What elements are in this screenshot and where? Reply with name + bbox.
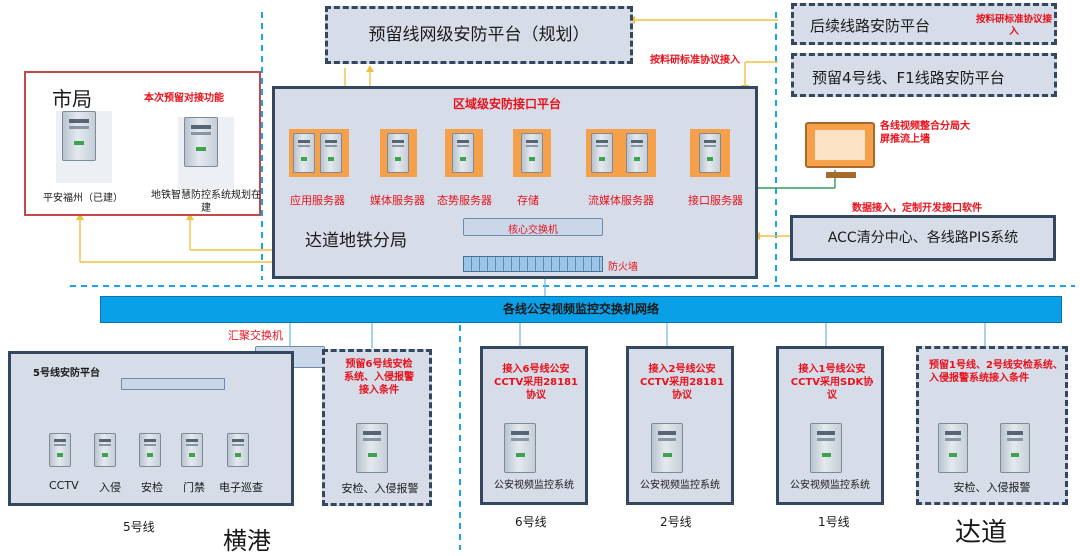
network-bar: 各线公安视频监控交换机网络: [100, 296, 1062, 323]
reserved12-server-1-icon: [938, 423, 968, 473]
reserved6-label: 安检、入侵报警: [341, 482, 419, 495]
line1-caption: 1号线: [818, 515, 850, 529]
server-label-storage: 存储: [517, 194, 539, 207]
line5-device-intrusion: 入侵: [99, 481, 121, 494]
streaming-server-2-icon: [626, 133, 648, 173]
city-bureau-box: 市局 本次预留对接功能 平安福州（已建） 地铁智慧防控系统规划在建: [24, 71, 261, 216]
planned-platform-box: 预留线网级安防平台（规划）: [325, 6, 633, 64]
line1-server-icon: [810, 423, 842, 473]
reserved12-label: 安检、入侵报警: [953, 481, 1031, 494]
city-server-1-label: 平安福州（已建）: [43, 193, 123, 204]
app-server-2-icon: [320, 133, 342, 173]
regional-platform-title: 区域级安防接口平台: [453, 97, 562, 111]
cctv-device-icon: [49, 433, 71, 467]
reserved-lines-box: 预留4号线、F1线路安防平台: [791, 53, 1057, 97]
server-label-situation: 态势服务器: [437, 194, 492, 207]
region-henggang: 横港: [223, 527, 271, 555]
line6-caption: 6号线: [515, 515, 547, 529]
streaming-server-1-icon: [591, 133, 613, 173]
access-device-icon: [181, 433, 203, 467]
reserved6-server-icon: [356, 423, 388, 473]
line2-label: 公安视频监控系统: [640, 480, 720, 491]
reserved-lines-label: 预留4号线、F1线路安防平台: [812, 69, 1005, 87]
line5-device-access: 门禁: [183, 481, 205, 494]
branch-label: 达道地铁分局: [305, 231, 407, 251]
line2-server-icon: [651, 423, 683, 473]
interface-server-icon: [699, 133, 721, 173]
intrusion-device-icon: [94, 433, 116, 467]
core-switch-label: 核心交换机: [508, 225, 558, 236]
future-lines-note: 按料研标准协议接入: [975, 14, 1052, 37]
video-wall-note: 各线视频整合分局大屏推流上墙: [880, 121, 970, 145]
patrol-device-icon: [227, 433, 249, 467]
line6-label: 公安视频监控系统: [494, 480, 574, 491]
region-dadao: 达道: [955, 518, 1008, 548]
line6-server-icon: [504, 423, 536, 473]
monitor-icon: [805, 122, 875, 168]
data-access-note: 数据接入，定制开发接口软件: [852, 203, 982, 214]
future-lines-label: 后续线路安防平台: [810, 17, 931, 35]
server-label-app: 应用服务器: [290, 194, 345, 207]
line1-label: 公安视频监控系统: [790, 480, 870, 491]
security-device-icon: [139, 433, 161, 467]
core-switch-icon: 核心交换机: [463, 218, 603, 236]
line5-title: 5号线安防平台: [33, 368, 100, 379]
reserved6-note: 预留6号线安检系统、入侵报警接入条件: [344, 359, 414, 396]
future-lines-box: 后续线路安防平台 按料研标准协议接入: [791, 3, 1057, 45]
city-bureau-title: 市局: [52, 87, 92, 111]
media-server-icon: [387, 133, 409, 173]
city-bureau-note: 本次预留对接功能: [144, 93, 224, 104]
server-label-media: 媒体服务器: [370, 194, 425, 207]
reserved12-server-2-icon: [1000, 423, 1030, 473]
regional-platform-box: 区域级安防接口平台 达道地铁分局: [272, 86, 758, 279]
line5-device-patrol: 电子巡查: [219, 481, 263, 494]
line1-note: 接入1号线公安CCTV采用SDK协议: [790, 364, 874, 401]
line5-platform-box: 5号线安防平台 CCTV 入侵 安检 门禁 电子巡查: [8, 351, 294, 506]
situation-server-icon: [452, 133, 474, 173]
server-label-streaming: 流媒体服务器: [588, 194, 654, 207]
city-server-1-icon: [62, 111, 96, 161]
reserved12-note: 预留1号线、2号线安检系统、入侵报警系统接入条件: [929, 360, 1063, 384]
line2-note: 接入2号线公安CCTV采用28181协议: [639, 364, 725, 401]
line5-device-security: 安检: [141, 481, 163, 494]
line6-note: 接入6号线公安CCTV采用28181协议: [493, 364, 579, 401]
planned-platform-label: 预留线网级安防平台（规划）: [368, 25, 590, 45]
line5-caption: 5号线: [123, 520, 155, 534]
reserved-access-note: 按料研标准协议接入: [650, 55, 740, 66]
acc-center-label: ACC清分中心、各线路PIS系统: [827, 230, 1019, 246]
storage-icon: [521, 133, 543, 173]
firewall-label: 防火墙: [608, 262, 638, 273]
line2-caption: 2号线: [660, 515, 692, 529]
line5-device-cctv: CCTV: [49, 479, 79, 492]
firewall-icon: [463, 256, 603, 272]
app-server-1-icon: [293, 133, 315, 173]
city-server-2-label: 地铁智慧防控系统规划在建: [151, 190, 261, 214]
city-server-2-icon: [184, 117, 218, 167]
network-bar-label: 各线公安视频监控交换机网络: [502, 302, 659, 316]
line5-switch-icon: [121, 378, 225, 390]
monitor-stand: [826, 172, 856, 178]
agg-switch-label: 汇聚交换机: [228, 329, 283, 342]
acc-center-box: ACC清分中心、各线路PIS系统: [790, 215, 1056, 261]
server-label-interface: 接口服务器: [688, 194, 743, 207]
